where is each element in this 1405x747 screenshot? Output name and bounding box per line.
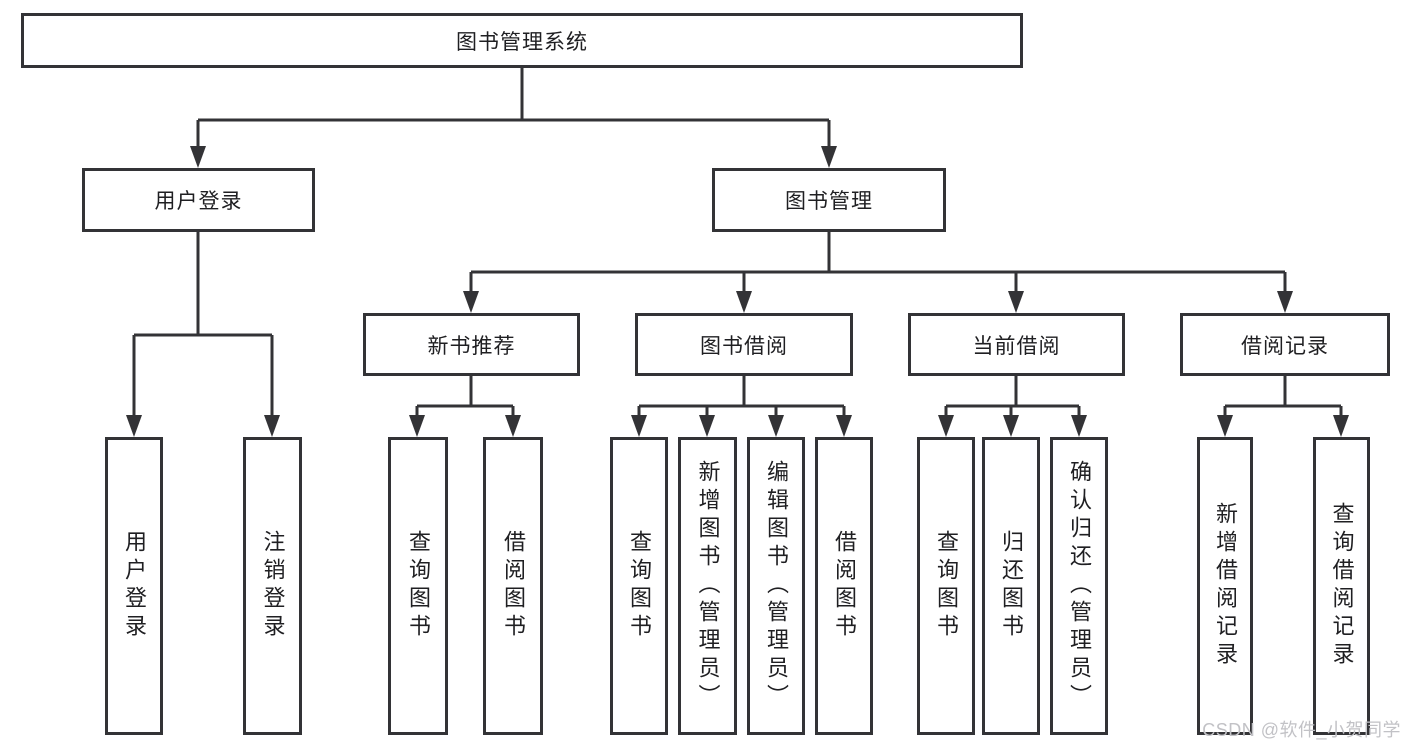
leaf-query-borrow-record-label: 查询借阅记录 — [1329, 502, 1355, 670]
leaf-return-books-label: 归还图书 — [999, 530, 1024, 642]
leaf-add-books-admin: 新增图书（管理员） — [678, 437, 737, 735]
leaf-edit-books-admin-label: 编辑图书（管理员） — [764, 460, 789, 712]
root-node-label: 图书管理系统 — [456, 30, 588, 54]
leaf-user-login: 用户登录 — [105, 437, 163, 735]
leaf-query-books-recommend: 查询图书 — [388, 437, 448, 735]
node-user-login-label: 用户登录 — [154, 190, 243, 213]
leaf-query-books-borrowing-label: 查询图书 — [627, 530, 652, 642]
node-borrowing-records: 借阅记录 — [1180, 313, 1390, 376]
node-current-borrowing-label: 当前借阅 — [972, 334, 1061, 358]
leaf-add-borrow-record-label: 新增借阅记录 — [1213, 502, 1238, 670]
leaf-query-books-current: 查询图书 — [917, 437, 975, 735]
node-borrowing-records-label: 借阅记录 — [1241, 334, 1329, 358]
leaf-query-books-recommend-label: 查询图书 — [406, 530, 431, 642]
leaf-query-books-borrowing: 查询图书 — [610, 437, 668, 735]
leaf-query-borrow-record: 查询借阅记录 — [1313, 437, 1370, 735]
node-book-borrowing: 图书借阅 — [635, 313, 853, 376]
node-new-book-recommend: 新书推荐 — [363, 313, 580, 376]
node-new-book-recommend-label: 新书推荐 — [427, 334, 516, 358]
leaf-borrow-books-recommend-label: 借阅图书 — [501, 530, 526, 642]
leaf-borrow-books-borrowing: 借阅图书 — [815, 437, 873, 735]
leaf-query-books-current-label: 查询图书 — [934, 530, 959, 642]
leaf-confirm-return-admin-label: 确认归还（管理员） — [1067, 460, 1092, 712]
leaf-edit-books-admin: 编辑图书（管理员） — [747, 437, 805, 735]
leaf-logout-label: 注销登录 — [260, 530, 286, 642]
leaf-add-books-admin-label: 新增图书（管理员） — [695, 460, 721, 712]
node-book-management-label: 图书管理 — [785, 190, 873, 213]
leaf-return-books: 归还图书 — [982, 437, 1040, 735]
leaf-add-borrow-record: 新增借阅记录 — [1197, 437, 1253, 735]
node-current-borrowing: 当前借阅 — [908, 313, 1125, 376]
leaf-logout: 注销登录 — [243, 437, 302, 735]
node-user-login: 用户登录 — [82, 168, 315, 232]
leaf-borrow-books-borrowing-label: 借阅图书 — [832, 530, 857, 642]
leaf-user-login-label: 用户登录 — [122, 530, 147, 642]
root-node: 图书管理系统 — [21, 13, 1023, 68]
node-book-borrowing-label: 图书借阅 — [700, 334, 788, 358]
leaf-confirm-return-admin: 确认归还（管理员） — [1050, 437, 1108, 735]
leaf-borrow-books-recommend: 借阅图书 — [483, 437, 543, 735]
node-book-management: 图书管理 — [712, 168, 946, 232]
